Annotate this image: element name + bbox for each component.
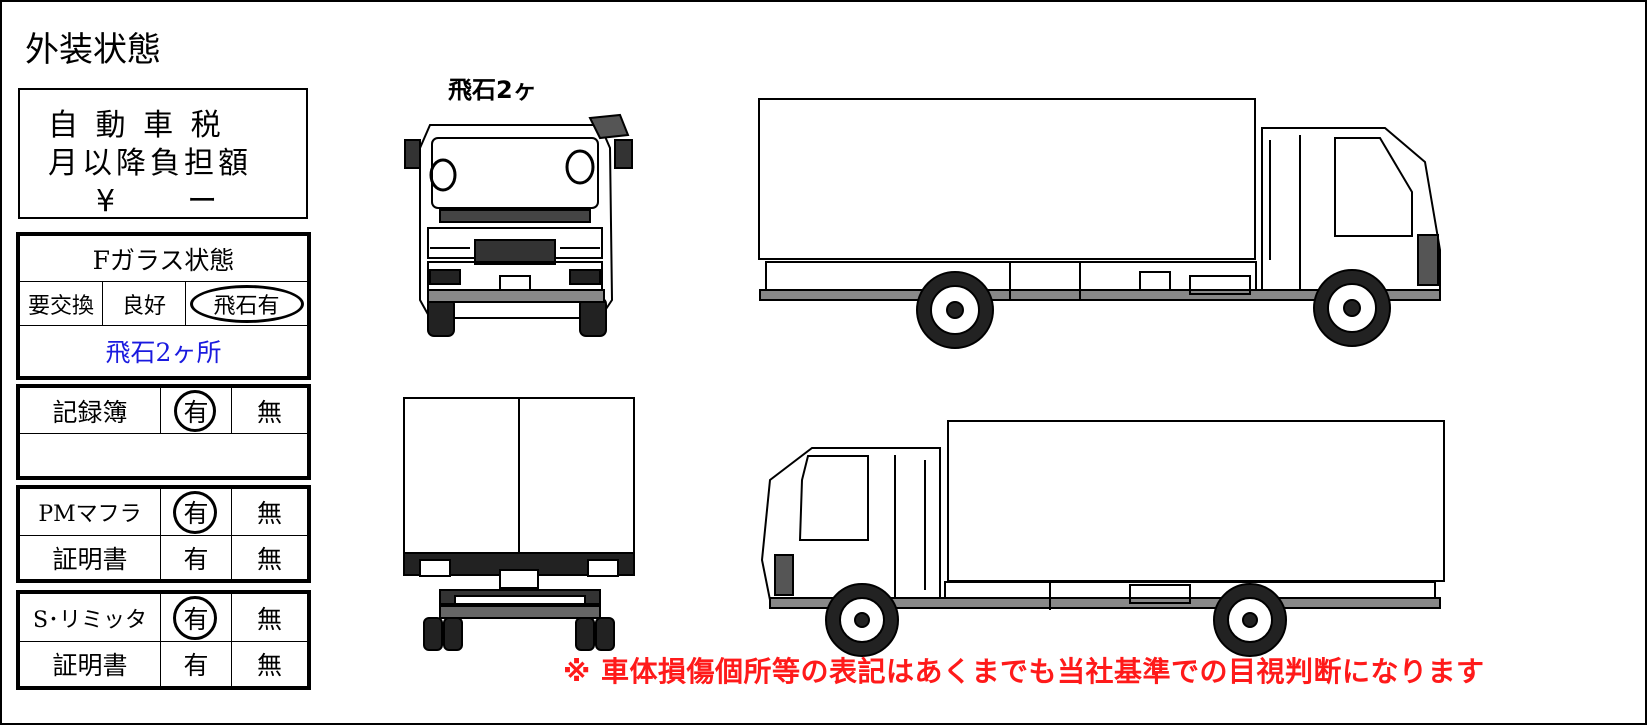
record-book-box: 記録簿 有 無 [16, 384, 311, 480]
truck-front-view [404, 113, 633, 337]
option-chipped: 飛石有 [185, 281, 308, 326]
speed-limiter-table: S･リミッタ 有 無 証明書 有 無 [19, 593, 308, 687]
speed-limiter-label: S･リミッタ [19, 593, 161, 642]
front-damage-label: 飛石2ヶ [448, 76, 537, 104]
chip-mark-left [429, 158, 457, 192]
option-good: 良好 [102, 281, 186, 326]
selected-circle-mark [173, 491, 217, 534]
pm-muffler-yes: 有 [160, 488, 232, 536]
selected-circle-mark [173, 596, 217, 640]
record-book-no: 無 [231, 387, 308, 434]
disclaimer-notice: ※ 車体損傷個所等の表記はあくまでも当社基準での目視判断になります [563, 655, 1485, 688]
pm-cert-label: 証明書 [19, 535, 161, 580]
pm-cert-yes: 有 [160, 535, 232, 580]
speed-limiter-no: 無 [231, 593, 308, 642]
windshield-note: 飛石2ヶ所 [19, 325, 308, 377]
speed-limiter-box: S･リミッタ 有 無 証明書 有 無 [16, 590, 311, 690]
tax-amount: ¥ ー [96, 184, 222, 219]
record-book-label: 記録簿 [19, 387, 161, 434]
selected-circle-mark [174, 390, 216, 432]
chip-mark-right [565, 149, 595, 185]
record-book-notes [19, 433, 308, 477]
record-book-table: 記録簿 有 無 [19, 387, 308, 477]
limiter-cert-label: 証明書 [19, 641, 161, 687]
truck-left-side-view [760, 420, 1445, 657]
truck-rear-view [403, 397, 635, 651]
tax-label: 自 動 車 税 [48, 108, 225, 143]
windshield-condition-table: Fガラス状態 要交換 良好 飛石有 飛石2ヶ所 [19, 235, 308, 377]
record-book-yes: 有 [160, 387, 232, 434]
limiter-cert-yes: 有 [160, 641, 232, 687]
limiter-cert-no: 無 [231, 641, 308, 687]
selected-circle-mark [190, 285, 304, 323]
windshield-condition-box: Fガラス状態 要交換 良好 飛石有 飛石2ヶ所 [16, 232, 311, 380]
pm-cert-no: 無 [231, 535, 308, 580]
speed-limiter-yes: 有 [160, 593, 232, 642]
pm-muffler-box: PMマフラ 有 無 証明書 有 無 [16, 485, 311, 583]
tax-burden-label: 月以降負担額 [48, 146, 252, 181]
pm-muffler-table: PMマフラ 有 無 証明書 有 無 [19, 488, 308, 580]
automobile-tax-box: 自 動 車 税 月以降負担額 ¥ ー [18, 88, 308, 219]
pm-muffler-label: PMマフラ [19, 488, 161, 536]
truck-right-side-view [758, 98, 1441, 349]
pm-muffler-no: 無 [231, 488, 308, 536]
section-title: 外装状態 [25, 30, 161, 70]
